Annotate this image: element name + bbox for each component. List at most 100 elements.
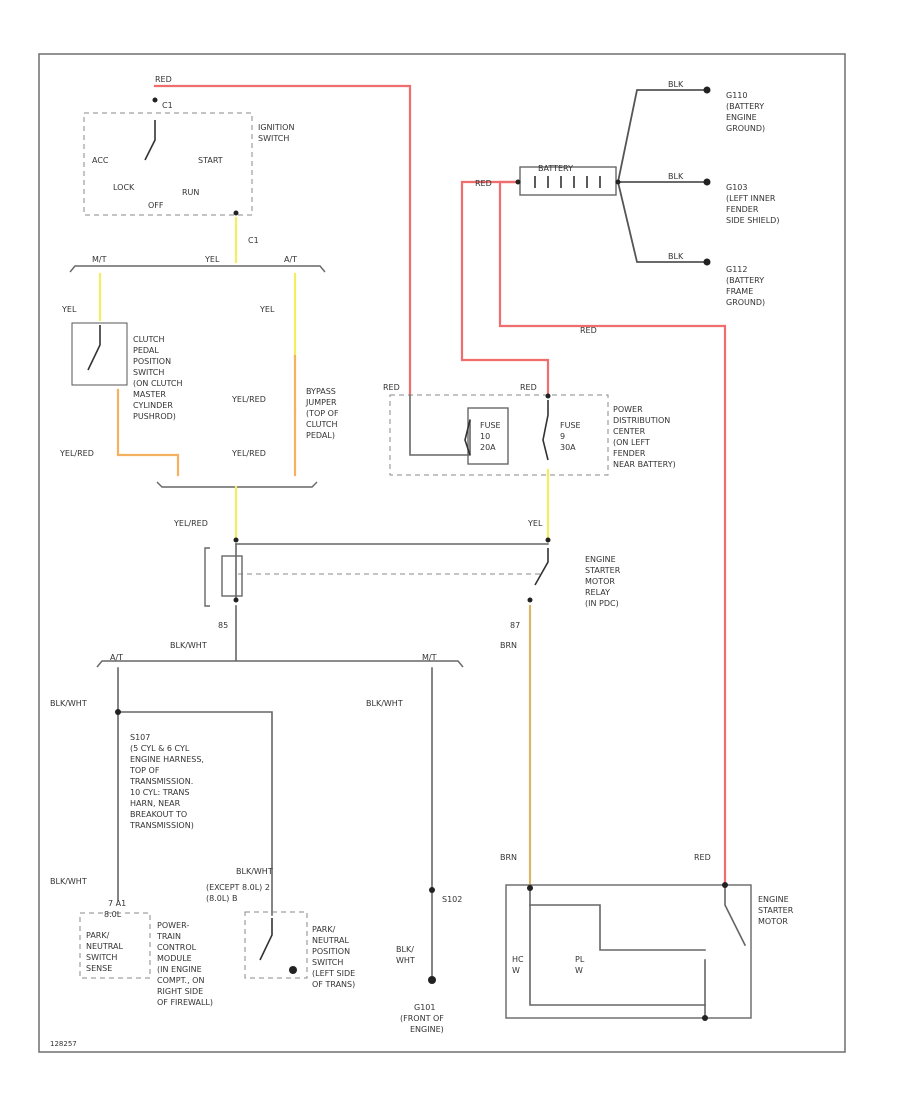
- label-blkwht-g: BLK/ WHT: [396, 945, 416, 965]
- label-blkwht-pn: BLK/WHT: [236, 867, 273, 876]
- label-pn-sensor: PARK/ NEUTRAL SWITCH SENSE: [86, 931, 126, 973]
- node-s107: [115, 709, 121, 715]
- label-brn-bottom: BRN: [500, 853, 517, 862]
- ignition-switch-blade: [144, 120, 156, 161]
- wire-blk-g110: [616, 89, 708, 184]
- label-s107: S107 (5 CYL & 6 CYL ENGINE HARNESS, TOP …: [129, 733, 207, 830]
- label-pdc: POWER DISTRIBUTION CENTER (ON LEFT FENDE…: [613, 405, 676, 469]
- wire-starter-internal-3: [724, 887, 747, 947]
- label-yel-left: YEL: [61, 305, 77, 314]
- labels: RED C1 IGNITION SWITCH ACC LOCK OFF RUN …: [50, 75, 796, 1048]
- fuse-9-link: [542, 400, 549, 461]
- label-relay: ENGINE STARTER MOTOR RELAY (IN PDC): [585, 555, 623, 608]
- label-start: START: [198, 156, 223, 165]
- label-bypass-jumper: BYPASS JUMPER (TOP OF CLUTCH PEDAL): [305, 387, 341, 440]
- node-ignition-top: [152, 97, 158, 103]
- label-red-motor: RED: [694, 853, 711, 862]
- label-ignition-switch: IGNITION SWITCH: [258, 123, 297, 143]
- label-acc: ACC: [92, 156, 109, 165]
- bus-mt-at-top: [69, 265, 326, 273]
- label-mt-left: M/T: [92, 255, 107, 264]
- node-pn-switch-ground: [289, 966, 297, 974]
- label-blk-1: BLK: [668, 80, 684, 89]
- ground-g103: [703, 178, 711, 186]
- pn-sensor-box: [79, 912, 151, 979]
- node-s102: [429, 887, 435, 893]
- label-clutch-switch: CLUTCH PEDAL POSITION SWITCH (ON CLUTCH …: [133, 335, 185, 421]
- wire-starter-internal-2: [529, 904, 706, 1006]
- wire-blkwht-pn-switch: [117, 711, 273, 916]
- label-g103: G103 (LEFT INNER FENDER SIDE SHIELD): [726, 183, 779, 225]
- label-fig-id: 128257: [50, 1040, 77, 1048]
- diagram-frame: [38, 53, 846, 1053]
- wire-red-ignition-feed: [153, 84, 412, 397]
- node-starter-red: [722, 882, 728, 888]
- label-pl: PL W: [575, 955, 587, 975]
- node-starter-brn: [527, 885, 533, 891]
- label-off: OFF: [148, 201, 164, 210]
- relay-contact: [534, 548, 549, 586]
- bus-at-mt-bottom: [96, 660, 464, 668]
- label-blk-2: BLK: [668, 172, 684, 181]
- node-pdc: [545, 393, 551, 399]
- label-g101: G101 (FRONT OF ENGINE): [400, 1003, 446, 1034]
- label-yelred-left: YEL/RED: [59, 449, 94, 458]
- label-blkwht-mt: BLK/WHT: [366, 699, 403, 708]
- wire-blk-g112: [616, 180, 708, 263]
- node-relay-yelred: [233, 537, 239, 543]
- label-c1-bottom: C1: [248, 236, 259, 245]
- wire-red-starter-feed: [498, 180, 727, 887]
- battery-cells-icon: [534, 176, 601, 188]
- pdc-box: [389, 394, 609, 476]
- pn-switch-blade: [259, 918, 273, 961]
- node-battery-neg: [615, 179, 621, 185]
- label-fuse-9: FUSE 9 30A: [560, 421, 583, 452]
- fuse-10-link: [464, 419, 471, 456]
- label-except: (EXCEPT 8.0L) 2 (8.0L) B: [206, 883, 272, 903]
- wire-red-battery-fuse9: [460, 180, 550, 398]
- ignition-switch-box: [83, 112, 253, 216]
- label-s102: S102: [442, 895, 462, 904]
- label-cyl-8: 8.0L: [104, 910, 122, 919]
- label-c1-top: C1: [162, 101, 173, 110]
- pn-switch-box: [244, 911, 308, 979]
- label-run: RUN: [182, 188, 199, 197]
- node-relay-85: [233, 597, 239, 603]
- relay-coil: [221, 555, 243, 597]
- label-pin-85: 85: [218, 621, 228, 630]
- node-battery-pos: [515, 179, 521, 185]
- label-g110: G110 (BATTERY ENGINE GROUND): [726, 91, 767, 133]
- node-relay-in: [545, 537, 551, 543]
- label-blk-3: BLK: [668, 252, 684, 261]
- ground-g110: [703, 86, 711, 94]
- ground-g112: [703, 258, 711, 266]
- fuse-10-box: [467, 407, 509, 465]
- wire-yelred-clutch: [116, 388, 180, 477]
- label-g112: G112 (BATTERY FRAME GROUND): [726, 265, 767, 307]
- label-blkwht-left: BLK/WHT: [50, 699, 87, 708]
- label-pin-7a1: 7 A1: [108, 899, 126, 908]
- label-red-long: RED: [580, 326, 597, 335]
- relay-box: [205, 560, 575, 572]
- label-blkwht-tr: BLK/WHT: [50, 877, 87, 886]
- wire-starter-internal-1: [529, 887, 706, 951]
- label-battery: BATTERY: [538, 164, 573, 173]
- clutch-switch-blade: [87, 325, 101, 371]
- label-at-left: A/T: [284, 255, 297, 264]
- label-fuse-10: FUSE 10 20A: [480, 421, 503, 452]
- label-brn-top: BRN: [500, 641, 517, 650]
- wire-gray-fuse10-in: [409, 394, 471, 456]
- label-yel-relay: YEL: [527, 519, 543, 528]
- label-pin-87: 87: [510, 621, 520, 630]
- label-yel-bus: YEL: [204, 255, 220, 264]
- label-red-pdc: RED: [383, 383, 400, 392]
- label-starter-motor: ENGINE STARTER MOTOR: [758, 895, 796, 926]
- label-yelred-bypass: YEL/RED: [231, 395, 266, 404]
- node-g101: [428, 976, 436, 984]
- label-pcm: POWER- TRAIN CONTROL MODULE (IN ENGINE C…: [156, 921, 213, 1007]
- label-mt-bottom: M/T: [422, 653, 437, 662]
- label-at-bottom: A/T: [110, 653, 123, 662]
- node-starter-ground: [702, 1015, 708, 1021]
